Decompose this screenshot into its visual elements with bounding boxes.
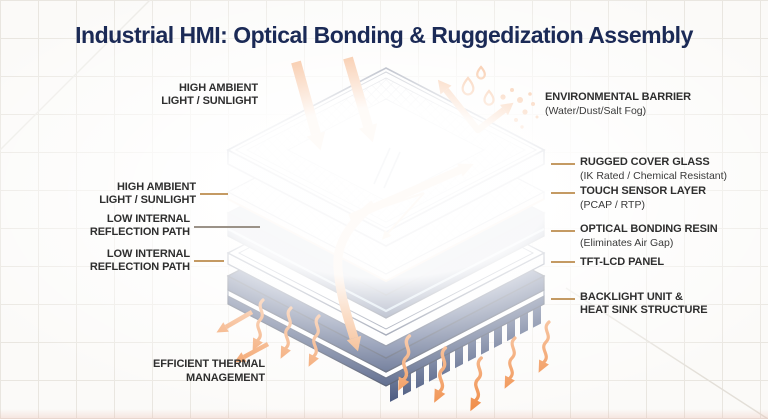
label-sub: (PCAP / RTP) xyxy=(580,199,645,212)
label-rugged-cover-glass: RUGGED COVER GLASS (IK Rated / Chemical … xyxy=(580,156,727,183)
leader-line xyxy=(551,230,575,232)
label-title: OPTICAL BONDING RESIN xyxy=(580,223,718,235)
water-droplets-icon xyxy=(461,65,495,106)
leader-line xyxy=(200,193,228,195)
label-optical-bonding-resin: OPTICAL BONDING RESIN (Eliminates Air Ga… xyxy=(580,223,718,250)
label-high-ambient-light-side: HIGH AMBIENT LIGHT / SUNLIGHT xyxy=(99,181,196,207)
label-title: TOUCH SENSOR LAYER xyxy=(580,185,706,197)
label-sub: (IK Rated / Chemical Resistant) xyxy=(580,170,728,183)
label-touch-sensor-layer: TOUCH SENSOR LAYER (PCAP / RTP) xyxy=(580,185,706,212)
page-title: Industrial HMI: Optical Bonding & Rugged… xyxy=(75,22,693,48)
label-backlight-heat-sink: BACKLIGHT UNIT & HEAT SINK STRUCTURE xyxy=(580,291,708,318)
leader-line xyxy=(551,298,575,300)
leader-line xyxy=(551,192,575,194)
label-title: BACKLIGHT UNIT & HEAT SINK STRUCTURE xyxy=(580,291,708,317)
label-low-internal-reflection-1: LOW INTERNAL REFLECTION PATH xyxy=(89,213,190,239)
leader-line xyxy=(194,260,224,262)
label-tft-lcd-panel: TFT-LCD PANEL xyxy=(580,256,664,269)
label-title: ENVIRONMENTAL BARRIER xyxy=(545,91,691,103)
leader-line xyxy=(551,163,575,165)
label-sub: (Eliminates Air Gap) xyxy=(580,237,674,250)
label-environmental-barrier: ENVIRONMENTAL BARRIER (Water/Dust/Salt F… xyxy=(545,91,691,118)
label-title: TFT-LCD PANEL xyxy=(580,256,665,268)
leader-line xyxy=(194,226,260,228)
label-efficient-thermal-management: EFFICIENT THERMAL MANAGEMENT xyxy=(153,358,265,384)
leader-line xyxy=(551,261,575,263)
label-low-internal-reflection-2: LOW INTERNAL REFLECTION PATH xyxy=(89,248,190,274)
label-sub: (Water/Dust/Salt Fog) xyxy=(545,105,647,118)
label-high-ambient-light-top: HIGH AMBIENT LIGHT / SUNLIGHT xyxy=(161,82,258,108)
label-title: RUGGED COVER GLASS xyxy=(580,156,710,168)
